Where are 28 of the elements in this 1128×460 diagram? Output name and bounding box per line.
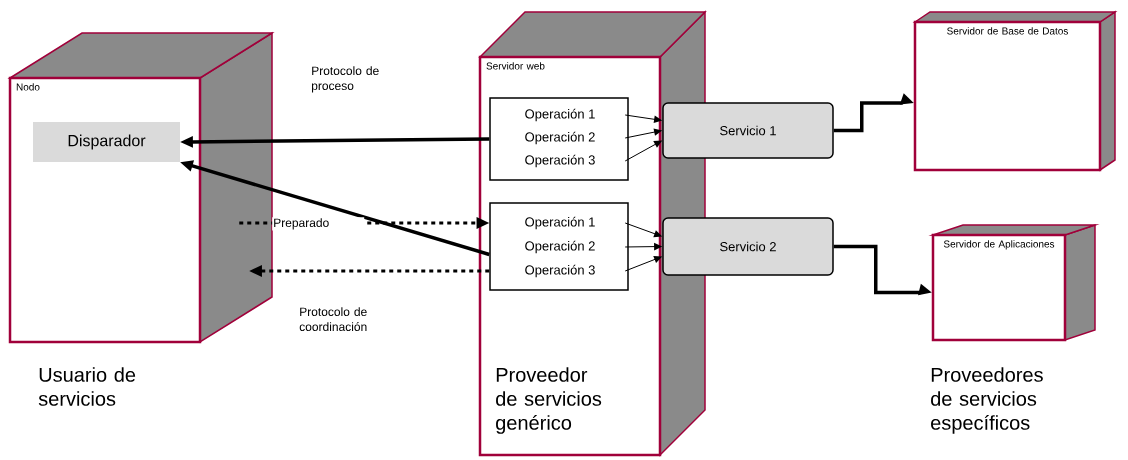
arrow — [180, 135, 490, 148]
edge-label: Protocolo de proceso — [312, 66, 379, 93]
arrow — [624, 114, 663, 124]
operation-label: Operación 1 — [525, 216, 595, 230]
node-label: Usuario de servicios — [38, 367, 136, 406]
arrow — [249, 265, 490, 277]
operations-box — [489, 202, 629, 291]
service-box: Servicio 1 — [662, 102, 834, 159]
node-label: Proveedor de servicios genérico — [496, 367, 602, 434]
arrow — [624, 255, 663, 272]
operations-box — [489, 97, 629, 181]
arrow — [624, 242, 663, 251]
arrow — [833, 93, 914, 133]
arrow — [833, 244, 932, 296]
operation-label: Operación 3 — [525, 154, 595, 168]
operation-label: Operación 1 — [525, 108, 595, 122]
service-box: Servicio 2 — [662, 217, 834, 276]
edge-label: Protocolo de coordinación — [299, 307, 367, 331]
arrow — [180, 160, 490, 257]
operation-label: Operación 2 — [525, 240, 595, 254]
caption: Proveedores de servicios específicos — [931, 367, 1043, 434]
arrow — [624, 140, 663, 162]
operation-label: Operación 2 — [525, 131, 595, 145]
arrow — [624, 222, 663, 238]
arrow — [624, 128, 663, 139]
operation-label: Operación 3 — [525, 264, 595, 278]
component-bar: Disparador — [33, 122, 180, 162]
edge-label: Preparado — [274, 218, 329, 230]
